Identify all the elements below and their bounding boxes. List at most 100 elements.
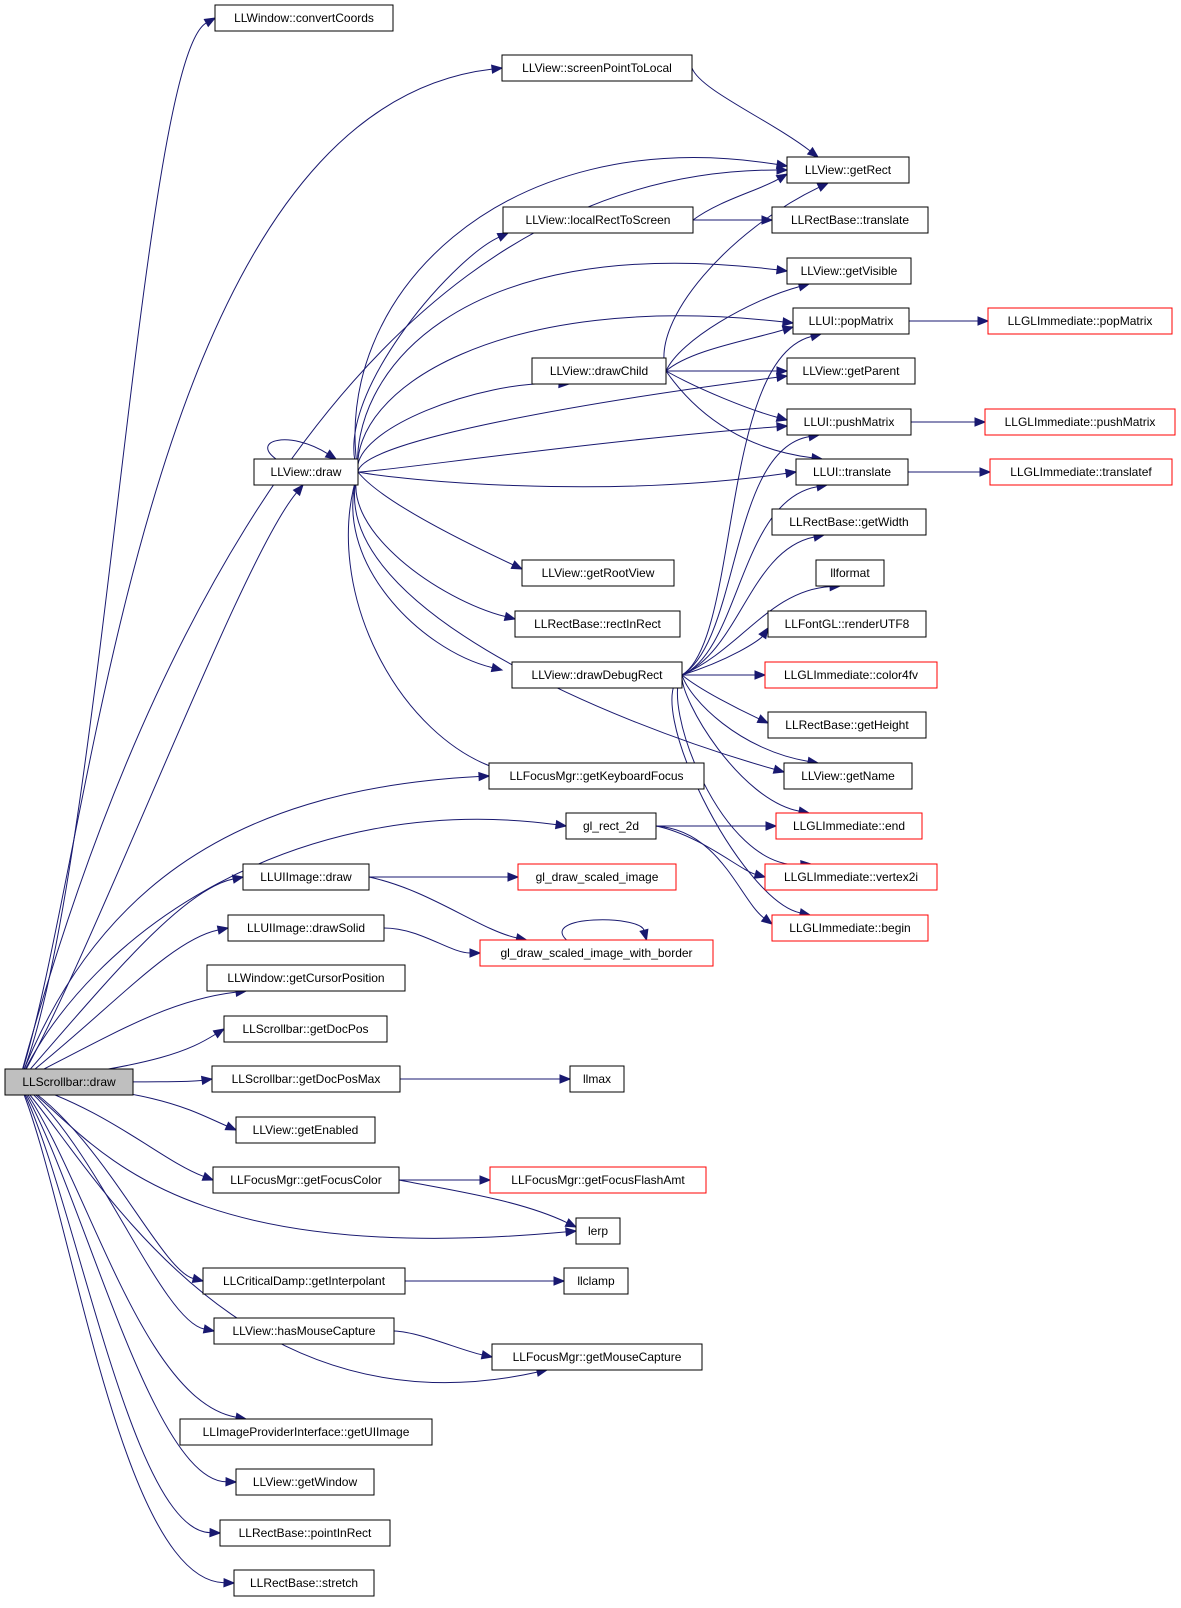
function-node-getFocusColor[interactable]: LLFocusMgr::getFocusColor [212,1166,400,1194]
node-box [531,357,667,385]
node-box [491,1343,703,1371]
node-box [219,1519,391,1547]
function-node-renderUTF8[interactable]: LLFontGL::renderUTF8 [767,610,927,638]
function-node-getKeyboardFocus[interactable]: LLFocusMgr::getKeyboardFocus [488,762,705,790]
node-box [786,357,916,385]
call-edge-viewDraw-to-getVisible [357,262,789,473]
call-edge-glRect2d-to-vertex2i [655,825,767,879]
node-box [786,156,910,184]
function-node-llclamp[interactable]: llclamp [563,1267,629,1295]
function-node-getName[interactable]: LLView::getName [783,762,913,790]
edge-line [665,370,813,459]
call-edge-root-to-stretch [18,1081,236,1588]
function-node-viewDraw[interactable]: LLView::draw [253,458,359,486]
function-node-rectInRect[interactable]: LLRectBase::rectInRect [514,610,681,638]
function-node-convertCoords[interactable]: LLWindow::convertCoords [214,4,394,32]
arrowhead [775,412,789,422]
function-node-pointInRect[interactable]: LLRectBase::pointInRect [219,1519,391,1547]
edge-line [665,286,800,372]
node-box [202,1267,406,1295]
arrowhead [775,173,789,184]
function-node-glDrawScaledBorder[interactable]: gl_draw_scaled_image_with_border [479,939,714,967]
function-node-llmax[interactable]: llmax [569,1065,625,1093]
function-node-color4fv[interactable]: LLGLImmediate::color4fv [764,661,938,689]
arrowhead [223,1577,236,1588]
function-node-llformat[interactable]: llformat [815,559,885,587]
function-node-getDocPosMax[interactable]: LLScrollbar::getDocPosMax [211,1065,401,1093]
function-node-glPushMatrix[interactable]: LLGLImmediate::pushMatrix [984,408,1176,436]
call-edge-drawChild-to-getParent [665,366,789,376]
arrowhead [478,771,491,782]
function-node-glRect2d[interactable]: gl_rect_2d [565,812,657,840]
function-node-vertex2i[interactable]: LLGLImmediate::vertex2i [764,863,938,891]
node-label: LLCriticalDamp::getInterpolant [223,1274,386,1288]
call-nodes: LLScrollbar::draw LLWindow::convertCoords… [4,4,1176,1597]
arrowhead [292,483,304,497]
function-node-getDocPos[interactable]: LLScrollbar::getDocPos [223,1015,388,1043]
function-node-pushMatrix[interactable]: LLUI::pushMatrix [786,408,912,436]
call-edge-root-to-getKeyboardFocus [18,771,491,1083]
function-node-uiTranslate[interactable]: LLUI::translate [795,458,909,486]
function-node-drawSolid[interactable]: LLUIImage::drawSolid [227,914,385,942]
node-box [227,914,385,942]
function-node-getInterpolant[interactable]: LLCriticalDamp::getInterpolant [202,1267,406,1295]
function-node-drawChild[interactable]: LLView::drawChild [531,357,667,385]
node-label: LLImageProviderInterface::getUIImage [203,1425,410,1439]
call-edge-viewDraw-to-getParent [357,372,789,473]
call-edge-root-to-convertCoords [18,17,217,1083]
node-label: llformat [830,566,870,580]
function-node-popMatrix[interactable]: LLUI::popMatrix [792,307,910,335]
function-node-glBegin[interactable]: LLGLImmediate::begin [771,914,929,942]
node-box [771,914,929,942]
function-node-drawDebugRect[interactable]: LLView::drawDebugRect [511,661,683,689]
call-edge-viewDraw-to-rectInRect [355,471,517,622]
node-label: LLFocusMgr::getFocusColor [230,1173,381,1187]
function-node-glEnd[interactable]: LLGLImmediate::end [775,812,923,840]
function-node-stretch[interactable]: LLRectBase::stretch [233,1569,375,1597]
function-node-glDrawScaled[interactable]: gl_draw_scaled_image [517,863,677,891]
edge-line [681,436,810,676]
node-label: LLView::hasMouseCapture [233,1324,376,1338]
arrowhead [775,159,789,170]
node-box [479,939,714,967]
call-edge-getFocusColor-to-getFocusFlashAmt [399,1175,492,1185]
node-label: LLGLImmediate::end [793,819,905,833]
call-edge-drawDebugRect-to-getWidth [681,532,826,676]
node-box [792,307,910,335]
function-node-getMouseCapture[interactable]: LLFocusMgr::getMouseCapture [491,1343,703,1371]
function-node-getCursorPosition[interactable]: LLWindow::getCursorPosition [206,964,406,992]
function-node-screenPointToLocal[interactable]: LLView::screenPointToLocal [501,54,693,82]
function-node-getEnabled[interactable]: LLView::getEnabled [235,1116,376,1144]
function-node-getWindow[interactable]: LLView::getWindow [235,1468,375,1496]
function-node-hasMouseCapture[interactable]: LLView::hasMouseCapture [213,1317,395,1345]
edge-line [383,927,471,954]
function-node-glPopMatrix[interactable]: LLGLImmediate::popMatrix [987,307,1173,335]
node-box [212,1166,400,1194]
arrowhead [510,560,524,570]
function-node-getParent[interactable]: LLView::getParent [786,357,916,385]
function-node-getHeight[interactable]: LLRectBase::getHeight [767,711,927,739]
function-node-glTranslatef[interactable]: LLGLImmediate::translatef [989,458,1173,486]
edge-line [398,1179,568,1224]
function-node-getWidth[interactable]: LLRectBase::getWidth [771,508,927,536]
function-node-getUIImage[interactable]: LLImageProviderInterface::getUIImage [179,1418,433,1446]
function-node-getVisible[interactable]: LLView::getVisible [786,257,912,285]
function-node-rectTranslate[interactable]: LLRectBase::translate [771,206,929,234]
node-label: LLView::getName [801,769,895,783]
node-label: LLFocusMgr::getKeyboardFocus [509,769,683,783]
node-box [521,559,675,587]
function-node-uiImageDraw[interactable]: LLUIImage::draw [242,863,370,891]
function-node-localRectToScreen[interactable]: LLView::localRectToScreen [502,206,694,234]
arrowhead [977,316,990,326]
function-node-getRect[interactable]: LLView::getRect [786,156,910,184]
edge-line [18,1081,204,1177]
edge-line [671,674,801,914]
arrowhead [324,449,338,460]
call-edge-viewDraw-to-getRect [354,157,789,473]
arrowhead [231,874,245,884]
function-node-getFocusFlashAmt[interactable]: LLFocusMgr::getFocusFlashAmt [489,1166,707,1194]
function-node-getRootView[interactable]: LLView::getRootView [521,559,675,587]
arrowhead [507,872,520,882]
function-node-lerp[interactable]: lerp [575,1217,621,1245]
function-node-root[interactable]: LLScrollbar::draw [4,1068,134,1096]
